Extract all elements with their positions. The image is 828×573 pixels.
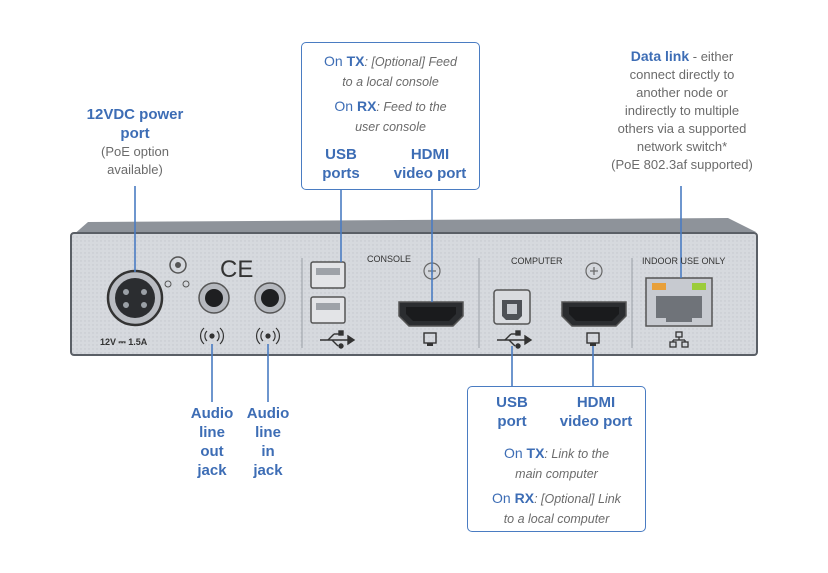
data-link-line: others via a supported: [617, 121, 747, 136]
data-link-line: another node or: [636, 85, 728, 100]
usb-b-port: [493, 289, 531, 325]
audio-out-jack: [198, 282, 230, 314]
console-tx-line-2: to a local console: [342, 75, 439, 89]
usb-icon: [497, 330, 533, 349]
console-rx-line: On RX: Feed to the: [334, 98, 447, 114]
chassis-top: [72, 218, 756, 236]
power-callout: 12VDC power port (PoE option available): [60, 105, 210, 179]
data-link-heading: Data link - either: [630, 48, 734, 64]
power-callout-title-2: port: [120, 125, 150, 142]
usb-a-port-bottom: [310, 296, 346, 324]
network-icon: [669, 331, 689, 348]
data-link-line: network switch*: [636, 139, 728, 154]
power-callout-note: (PoE option: [101, 144, 169, 159]
hdmi-port-console: [398, 301, 464, 346]
power-callout-title: 12VDC power: [86, 106, 184, 123]
polarity-symbol: [164, 256, 190, 288]
rj45-port: [645, 277, 713, 327]
console-rx-line-2: user console: [355, 120, 426, 134]
leader-lines: [134, 186, 682, 402]
computer-tx-line: On TX: Link to the: [503, 445, 610, 461]
screw-mount-icon: [585, 262, 603, 280]
ce-mark: CE: [220, 256, 254, 283]
data-link-line: (PoE 802.3af supported): [611, 157, 753, 172]
usb-icon: [320, 330, 356, 349]
usb-a-port-top: [310, 261, 346, 289]
console-section-label: CONSOLE: [367, 254, 412, 264]
console-tx-line: On TX: [Optional] Feed: [324, 53, 457, 69]
audio-in-icon: [256, 327, 280, 345]
hdmi-port-computer: [561, 301, 627, 346]
data-link-line: connect directly to: [629, 67, 735, 82]
computer-rx-line-2: to a local computer: [503, 512, 610, 526]
computer-section-label: COMPUTER: [511, 256, 563, 266]
power-rating: 12V ⎓ 1.5A: [100, 337, 148, 347]
power-callout-note-2: available): [107, 162, 163, 177]
power-connector: [106, 269, 164, 327]
data-link-callout: Data link - either connect directly to a…: [590, 47, 774, 174]
computer-rx-line: On RX: [Optional] Link: [492, 490, 621, 506]
console-callout-box: On TX: [Optional] Feed to a local consol…: [301, 42, 480, 190]
audio-out-icon: [200, 327, 224, 345]
data-link-line: indirectly to multiple: [624, 103, 740, 118]
indoor-use-label: INDOOR USE ONLY: [642, 256, 726, 266]
audio-in-jack: [254, 282, 286, 314]
computer-tx-line-2: main computer: [515, 467, 598, 481]
